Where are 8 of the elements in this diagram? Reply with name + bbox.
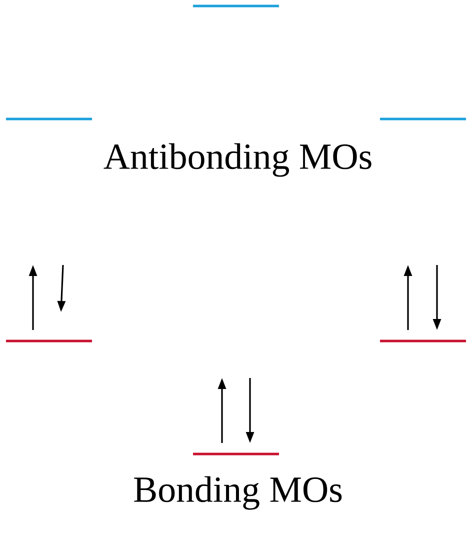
heading: Bonding MOs <box>134 476 342 510</box>
energy-level-line <box>193 4 279 8</box>
energy-level-line <box>6 340 92 342</box>
energy-level-line <box>193 452 279 456</box>
energy-level-line <box>6 118 92 120</box>
energy-level-line <box>380 340 466 342</box>
heading: Antibonding MOs <box>104 143 372 177</box>
energy-level-line <box>380 118 466 120</box>
